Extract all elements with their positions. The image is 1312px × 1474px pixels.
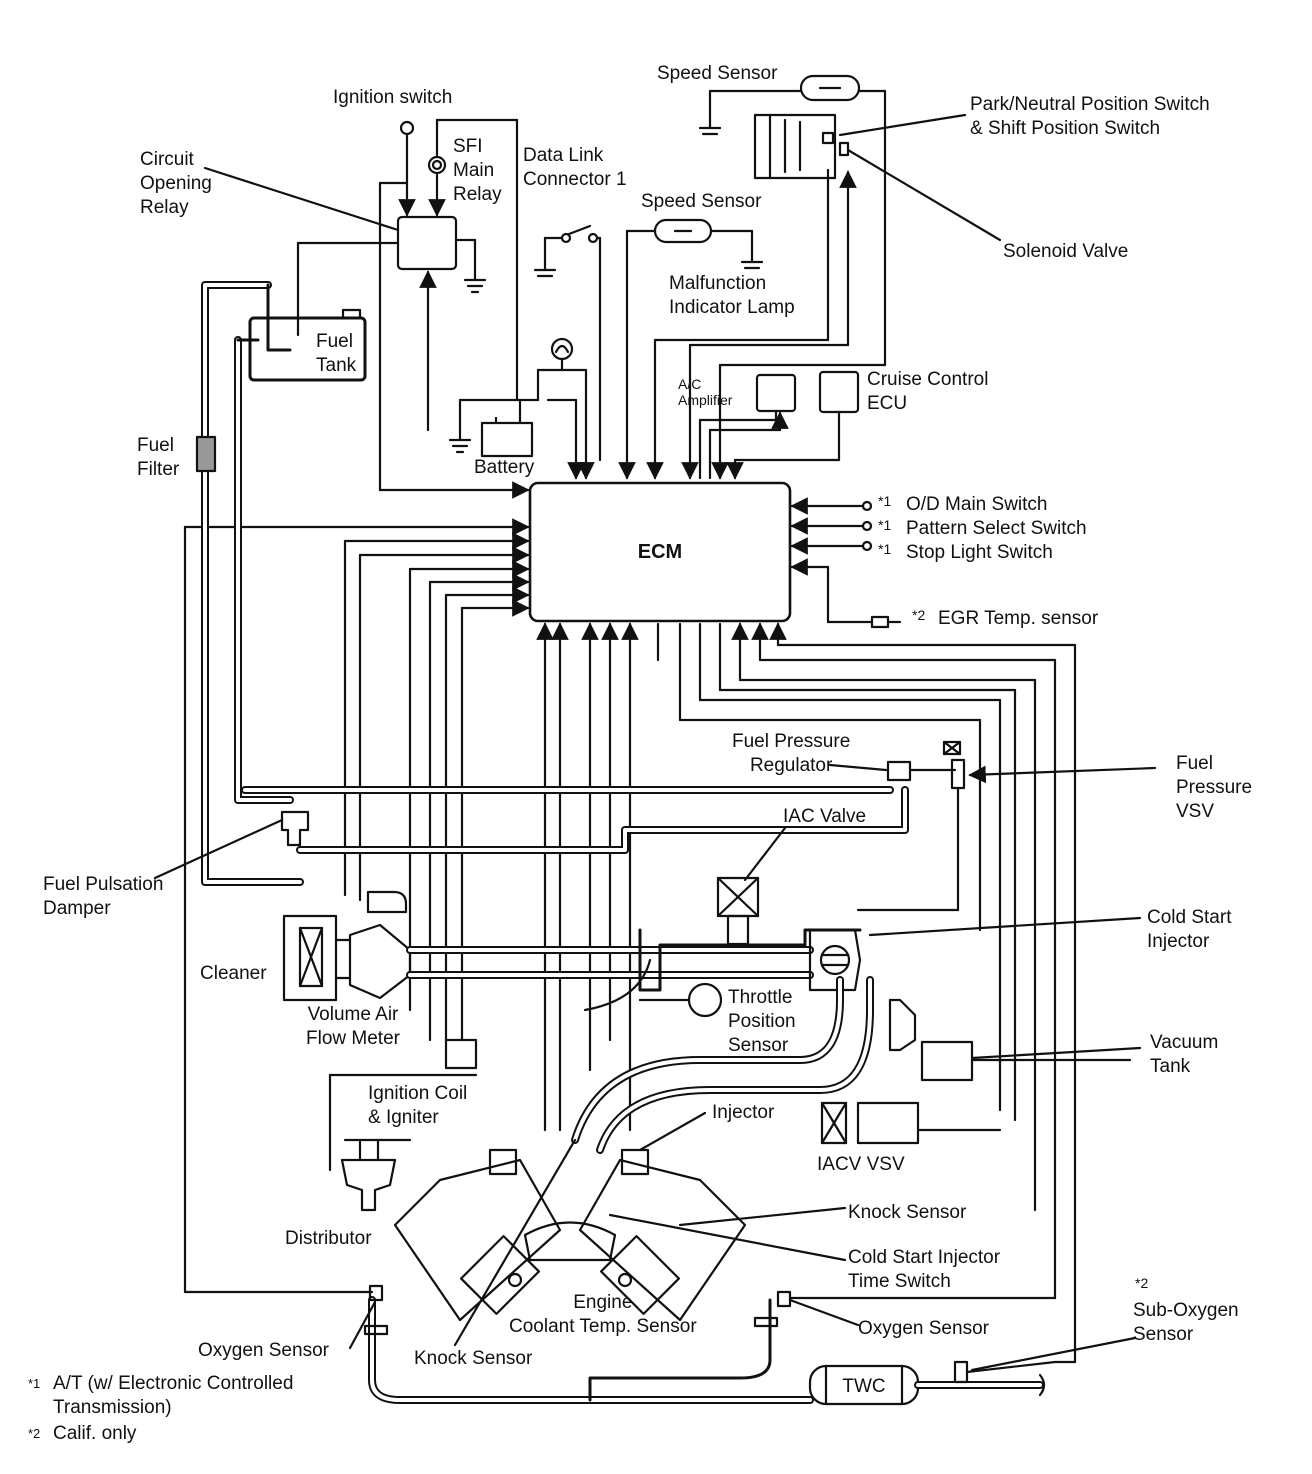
air-cleaner-box (282, 914, 338, 1002)
label-oxygen-sensor-right: Oxygen Sensor (858, 1318, 989, 1339)
label-battery: Battery (474, 457, 535, 478)
label-egr-temp-sensor: EGR Temp. sensor (938, 608, 1099, 629)
label-fuel-pressure-regulator: Fuel Pressure Regulator (732, 731, 851, 776)
egr-temp-sensor-icon (870, 615, 890, 629)
footnote-1-mark: *1 (28, 1376, 41, 1391)
ecm-label: ECM (638, 541, 682, 563)
label-speed-sensor-top: Speed Sensor (657, 63, 778, 84)
footnote-1-text: A/T (w/ Electronic Controlled Transmissi… (53, 1373, 294, 1418)
label-sfi-main-relay: SFI Main Relay (453, 136, 502, 205)
oxygen-sensor-left-icon (368, 1284, 384, 1302)
sfi-main-relay-icon (427, 155, 447, 175)
label-cruise-control: Cruise Control ECU (867, 369, 989, 414)
throttle-body-icon (808, 928, 862, 992)
ignition-switch-icon (399, 120, 415, 136)
label-volume-air-flow-meter: Volume Air Flow Meter (306, 1004, 400, 1049)
fuel-filter-icon (195, 435, 217, 473)
label-pattern-select-switch: Pattern Select Switch (906, 518, 1087, 539)
label-cleaner: Cleaner (200, 963, 267, 984)
label-park-neutral-switch: Park/Neutral Position Switch & Shift Pos… (970, 94, 1210, 139)
label-vacuum-tank: Vacuum Tank (1150, 1032, 1219, 1077)
park-neutral-switch-icon (753, 113, 837, 180)
distributor-icon (340, 1158, 397, 1212)
cruise-control-box (818, 370, 860, 414)
label-knock-sensor-right: Knock Sensor (848, 1202, 967, 1223)
label-od-main-switch: O/D Main Switch (906, 494, 1048, 515)
marker-egr: *2 (912, 607, 926, 623)
footnote-2-mark: *2 (28, 1426, 41, 1441)
label-fuel-filter: Fuel Filter (137, 435, 180, 480)
label-malfunction-lamp: Malfunction Indicator Lamp (669, 273, 795, 318)
label-ignition-switch: Ignition switch (333, 87, 453, 108)
label-data-link-connector: Data Link Connector 1 (523, 145, 627, 190)
label-knock-sensor-bottom: Knock Sensor (414, 1348, 533, 1369)
fuel-pressure-vsv-icon (950, 758, 966, 790)
ac-amplifier-box (755, 373, 797, 413)
label-fuel-tank: Fuel Tank (314, 330, 359, 378)
marker-od: *1 (878, 493, 892, 509)
injector-right-icon (620, 1148, 650, 1176)
label-fuel-pulsation-damper: Fuel Pulsation Damper (43, 874, 164, 919)
label-circuit-opening-relay: Circuit Opening Relay (140, 149, 212, 218)
label-ac-amplifier: A/C Amplifier (678, 376, 733, 408)
marker-pattern: *1 (878, 517, 892, 533)
footnote-2-text: Calif. only (53, 1423, 137, 1444)
label-throttle-position-sensor: Throttle Position Sensor (728, 987, 796, 1056)
fuel-pressure-regulator-icon (886, 760, 912, 782)
twc-label: TWC (842, 1376, 885, 1397)
malfunction-lamp-icon (550, 337, 574, 361)
label-speed-sensor-mid: Speed Sensor (641, 191, 762, 212)
label-iac-valve: IAC Valve (783, 806, 867, 827)
label-cold-start-injector: Cold Start Injector (1147, 907, 1232, 952)
speed-sensor-top-icon (799, 74, 861, 102)
oxygen-sensor-right-icon (776, 1290, 792, 1308)
fuel-pulsation-damper-icon (280, 810, 310, 847)
iacv-vsv-icon (820, 1101, 848, 1145)
label-ignition-coil: Ignition Coil & Igniter (368, 1083, 468, 1128)
ignition-coil-box (444, 1038, 478, 1070)
throttle-position-sensor-icon (687, 982, 723, 1018)
fuel-tank-box (248, 316, 367, 382)
label-engine-coolant-temp: Engine Coolant Temp. Sensor (509, 1292, 697, 1337)
label-oxygen-sensor-left: Oxygen Sensor (198, 1340, 329, 1361)
label-cold-start-time-switch: Cold Start Injector Time Switch (848, 1247, 1001, 1292)
label-injector: Injector (712, 1102, 775, 1123)
label-sub-oxygen-sensor: Sub-Oxygen Sensor (1133, 1300, 1239, 1345)
marker-sub-oxygen: *2 (1135, 1275, 1149, 1291)
vacuum-tank-box (920, 1040, 974, 1082)
circuit-opening-relay-box (396, 215, 458, 271)
label-solenoid-valve: Solenoid Valve (1003, 241, 1129, 262)
marker-stop: *1 (878, 541, 892, 557)
label-fuel-pressure-vsv: Fuel Pressure VSV (1176, 753, 1253, 822)
label-iacv-vsv: IACV VSV (817, 1154, 905, 1175)
label-stop-light-switch: Stop Light Switch (906, 542, 1053, 563)
sub-oxygen-sensor-icon (953, 1360, 969, 1384)
volume-air-flow-meter-icon (348, 923, 412, 1000)
engine-block-right (578, 1158, 747, 1322)
label-distributor: Distributor (285, 1228, 372, 1249)
ecm-box (528, 481, 792, 623)
battery-box (480, 421, 534, 458)
